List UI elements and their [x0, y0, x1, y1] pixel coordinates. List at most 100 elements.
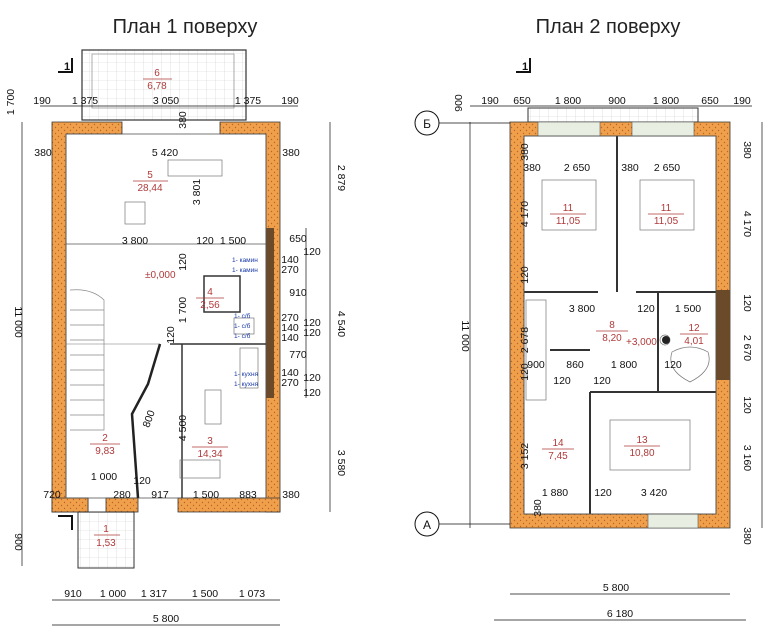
dim-label: 120: [133, 475, 151, 487]
window: [631, 121, 695, 137]
dim-label: 900: [527, 359, 545, 371]
bathroom-walls: [203, 275, 241, 313]
dim-label: 11 000: [459, 320, 471, 351]
dim-label: 120: [664, 359, 682, 371]
dim-label: 1 500: [675, 303, 701, 315]
dim-label: 270: [281, 264, 299, 276]
dim-label: 380: [519, 143, 531, 161]
dim-label: 380: [282, 147, 300, 159]
dimension-lines-plan-2: [469, 105, 763, 621]
chimney-strip: [716, 290, 730, 380]
dim-label: 5 800: [153, 613, 179, 625]
dim-label: 1 500: [220, 235, 246, 247]
dim-label: 1 500: [193, 489, 219, 501]
dim-label: 5 800: [603, 582, 629, 594]
equip-label: 1- с/б: [234, 312, 251, 320]
room-3-number: 3: [207, 436, 213, 447]
dim-label: 5 420: [152, 147, 178, 159]
dim-label: 1 800: [555, 95, 581, 107]
dim-label: 270: [281, 377, 299, 389]
dim-label: 2 650: [654, 162, 680, 174]
dim-label: 1 375: [72, 95, 98, 107]
dim-label: 190: [281, 95, 299, 107]
dim-label: 3 160: [741, 445, 753, 471]
dim-label: 120: [553, 375, 571, 387]
dim-label: 1 700: [5, 89, 17, 115]
equip-label: 1- кухня: [234, 381, 259, 388]
dim-label: 2 678: [519, 327, 531, 353]
dim-label: 140: [281, 332, 299, 344]
dim-label: 1 800: [653, 95, 679, 107]
dim-label: 2 879: [335, 165, 347, 191]
dim-label: 900: [453, 94, 465, 112]
dim-label: 3 801: [191, 179, 203, 205]
diagonal-partition: [130, 343, 162, 499]
room-5-number: 5: [147, 170, 153, 181]
dimension-lines-plan-1: [21, 105, 331, 626]
room-14-number: 14: [552, 438, 564, 449]
dim-label: 650: [513, 95, 531, 107]
dim-label: 380: [34, 147, 52, 159]
room-11a-number: 11: [563, 203, 574, 214]
plan-2: План 2 поверху: [414, 16, 763, 621]
dim-label: 120: [303, 372, 321, 384]
dim-label: 3 152: [519, 443, 531, 469]
room-11b-area: 11,05: [654, 216, 679, 227]
dim-label: 380: [282, 489, 300, 501]
dim-label: 380: [177, 111, 189, 129]
room-5-area: 28,44: [137, 183, 162, 194]
dim-label: 900: [12, 533, 24, 551]
dim-label: 120: [741, 396, 753, 414]
axis-label-a: А: [423, 518, 431, 532]
dim-label: 120: [196, 235, 214, 247]
dim-label: 3 800: [122, 235, 148, 247]
dim-label: 2 670: [741, 335, 753, 361]
dim-label: 1 000: [91, 471, 117, 483]
dim-label: 4 170: [741, 211, 753, 237]
room-13-area: 10,80: [629, 448, 654, 459]
dim-label: 380: [741, 527, 753, 545]
dim-label: 6 180: [607, 608, 633, 620]
room-3-area: 14,34: [197, 449, 222, 460]
plan-2-partitions: [524, 136, 716, 514]
dim-label: 120: [303, 387, 321, 399]
dim-label: 1 700: [177, 297, 189, 323]
room-1-area: 1,53: [96, 538, 116, 549]
room-8-area: 8,20: [602, 333, 622, 344]
dim-label: 910: [64, 588, 82, 600]
dim-label: 4 540: [335, 311, 347, 337]
room-2-area: 9,83: [95, 446, 115, 457]
dim-label: 1 880: [542, 487, 568, 499]
window: [537, 121, 601, 137]
stair-plan-1: [69, 289, 105, 431]
dim-label: 380: [621, 162, 639, 174]
room-12-area: 4,01: [684, 336, 704, 347]
dim-label: 3 050: [153, 95, 179, 107]
dim-label: 910: [289, 287, 307, 299]
dim-label: 770: [289, 349, 307, 361]
dim-label: 380: [532, 499, 544, 517]
dim-label: 120: [303, 327, 321, 339]
dim-label: 280: [113, 489, 131, 501]
dim-label: 120: [519, 363, 531, 381]
dim-label: 380: [523, 162, 541, 174]
room-11a-area: 11,05: [556, 216, 581, 227]
dim-label: 1 317: [141, 588, 167, 600]
dim-label: 120: [165, 326, 177, 344]
plan-2-title: План 2 поверху: [536, 16, 681, 38]
balcony: [527, 107, 699, 123]
dim-label: 860: [566, 359, 584, 371]
room-13-number: 13: [636, 435, 648, 446]
dim-label: 120: [519, 266, 531, 284]
dim-label: 1 000: [100, 588, 126, 600]
porch-floor: [77, 511, 135, 569]
equip-label: 1- камин: [232, 257, 258, 264]
axis-label-b: Б: [423, 117, 431, 131]
dim-label: 120: [637, 303, 655, 315]
dim-label: 190: [481, 95, 499, 107]
dim-label: 120: [303, 317, 321, 329]
window: [647, 513, 699, 529]
room-8-number: 8: [609, 320, 615, 331]
plan-2-interior: [523, 135, 717, 515]
